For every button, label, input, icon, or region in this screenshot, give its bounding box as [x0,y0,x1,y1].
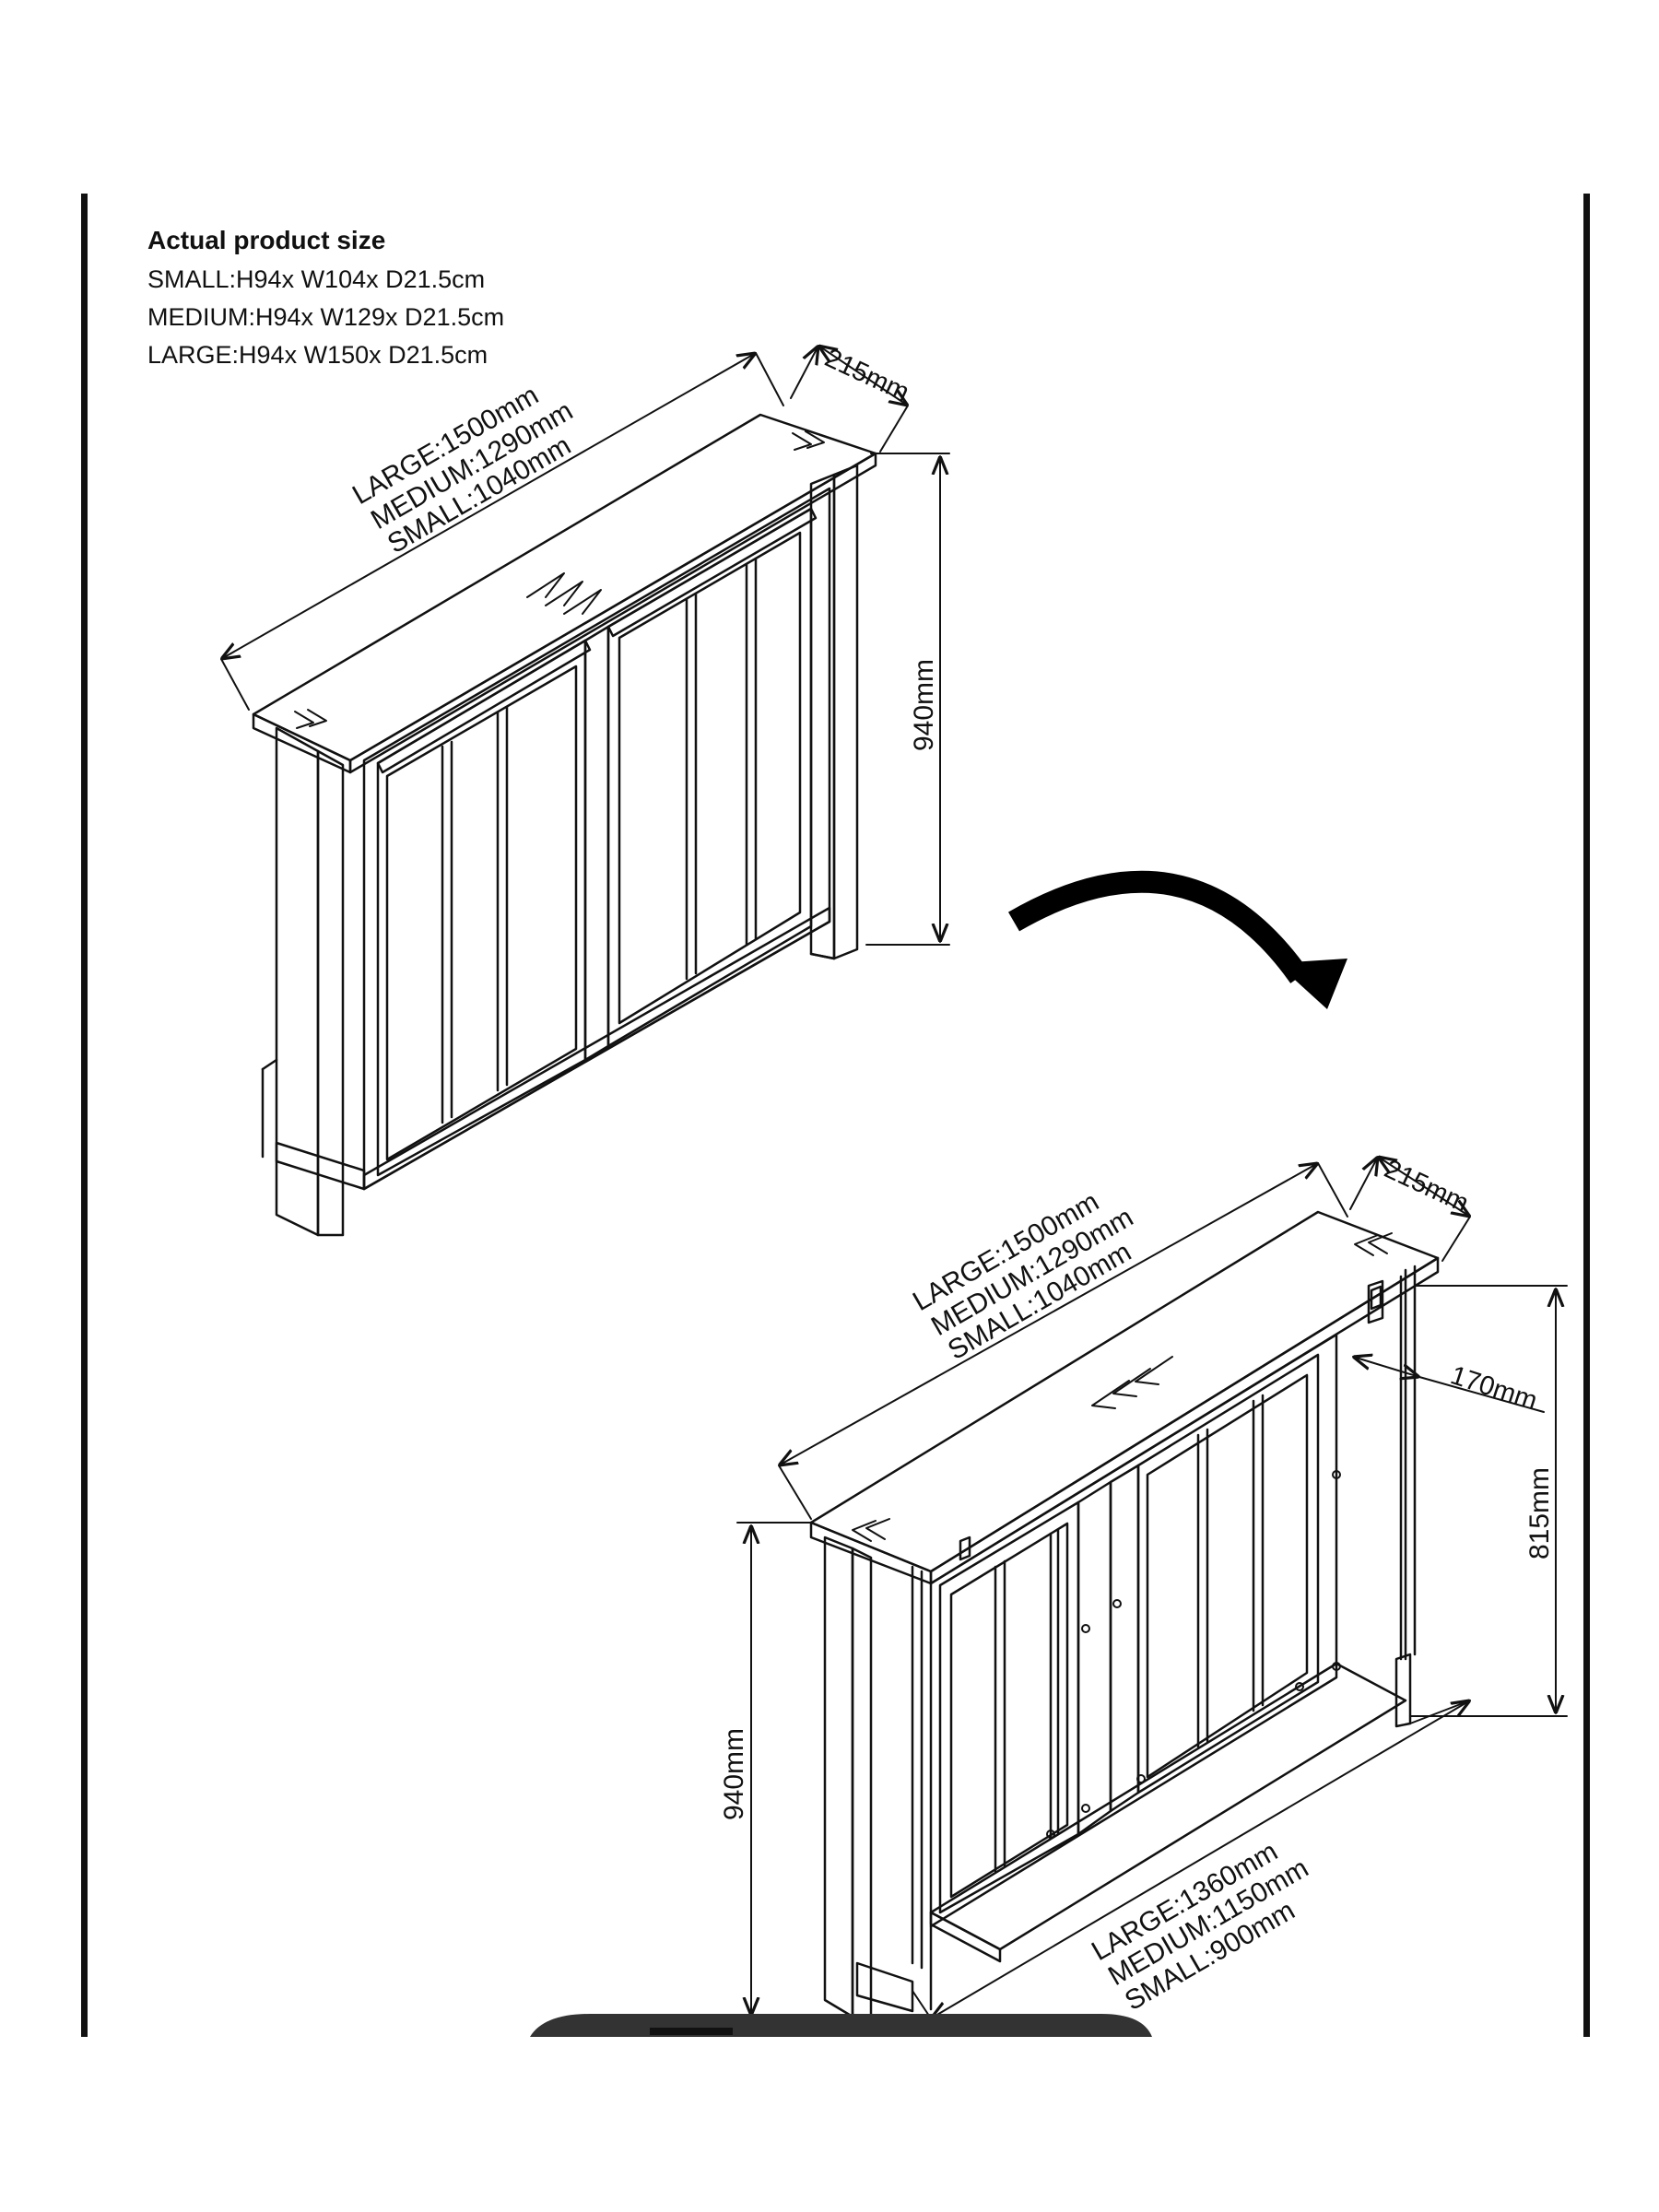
back-view-cabinet [809,1210,1440,2020]
front-height-label: 940mm [909,659,939,751]
front-top-chevrons [526,572,602,615]
spec-line-small: SMALL:H94x W104x D21.5cm [147,265,486,293]
front-right-door [606,507,813,1048]
front-depth-label: 215mm [820,343,913,407]
spec-line-medium: MEDIUM:H94x W129x D21.5cm [147,303,505,331]
front-left-leg [275,726,320,1237]
spec-title: Actual product size [147,226,386,254]
right-frame-rule [1583,194,1590,2037]
back-left-leg [823,1535,854,2018]
bottom-whitespace [0,2037,1659,2212]
rotate-arrow-icon [1007,870,1347,1009]
back-inner-depth-label: 170mm [1447,1360,1541,1416]
back-inner-depth-dimension [1353,1357,1545,1413]
back-width-dimension [779,1163,1348,1520]
back-top-chevrons [1091,1356,1173,1409]
back-right-door [1136,1353,1320,1794]
back-depth-dimension [1349,1157,1470,1262]
screw-holes [1046,1470,1341,1839]
back-inner-height-label: 815mm [1524,1467,1555,1559]
front-right-leg [832,464,859,960]
back-height-label: 940mm [719,1728,749,1820]
back-panel-frame [929,1333,1338,1928]
back-depth-label: 215mm [1380,1154,1473,1218]
front-depth-dimension [790,346,908,453]
back-height-dimension [736,1522,826,2019]
front-height-dimension [865,453,950,946]
footer-overlay-bar [530,2014,1152,2037]
left-frame-rule [81,194,88,2037]
front-width-dimension [221,353,784,711]
front-view-cabinet [252,413,877,1237]
